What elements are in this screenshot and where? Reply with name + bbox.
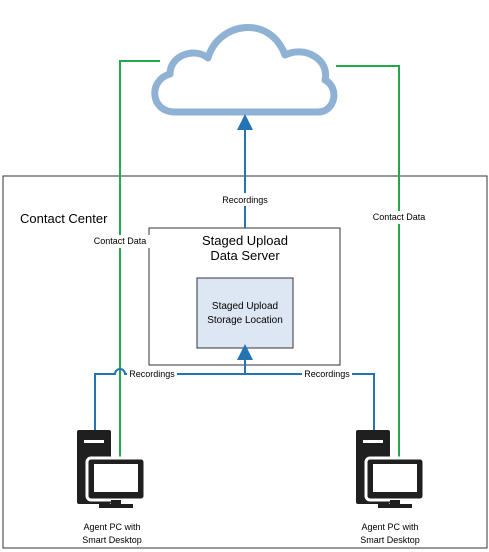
agent-pc-right-line2: Smart Desktop [360, 535, 420, 545]
recordings-label-left: Recordings [129, 369, 175, 379]
data-server-title-line1: Staged Upload [202, 233, 288, 248]
agent-pc-right-line1: Agent PC with [361, 522, 418, 532]
computer-icon [356, 430, 426, 508]
recordings-label-right: Recordings [304, 369, 350, 379]
contact-data-line-left [119, 60, 160, 460]
recordings-line-left [94, 368, 245, 430]
storage-location-box [196, 277, 294, 349]
storage-location-line2: Storage Location [207, 315, 283, 326]
recordings-line-right [245, 373, 375, 430]
cloud-icon [151, 24, 338, 116]
storage-location-line1: Staged Upload [212, 301, 278, 312]
contact-data-line-right [336, 65, 400, 460]
agent-pc-left-line1: Agent PC with [83, 522, 140, 532]
contact-center-label: Contact Center [20, 211, 108, 226]
computer-icon [77, 430, 147, 508]
contact-data-label-left: Contact Data [94, 236, 147, 246]
agent-pc-left-line2: Smart Desktop [82, 535, 142, 545]
contact-data-label-right: Contact Data [373, 212, 426, 222]
data-server-title-line2: Data Server [210, 248, 280, 263]
recordings-label-top: Recordings [222, 195, 268, 205]
